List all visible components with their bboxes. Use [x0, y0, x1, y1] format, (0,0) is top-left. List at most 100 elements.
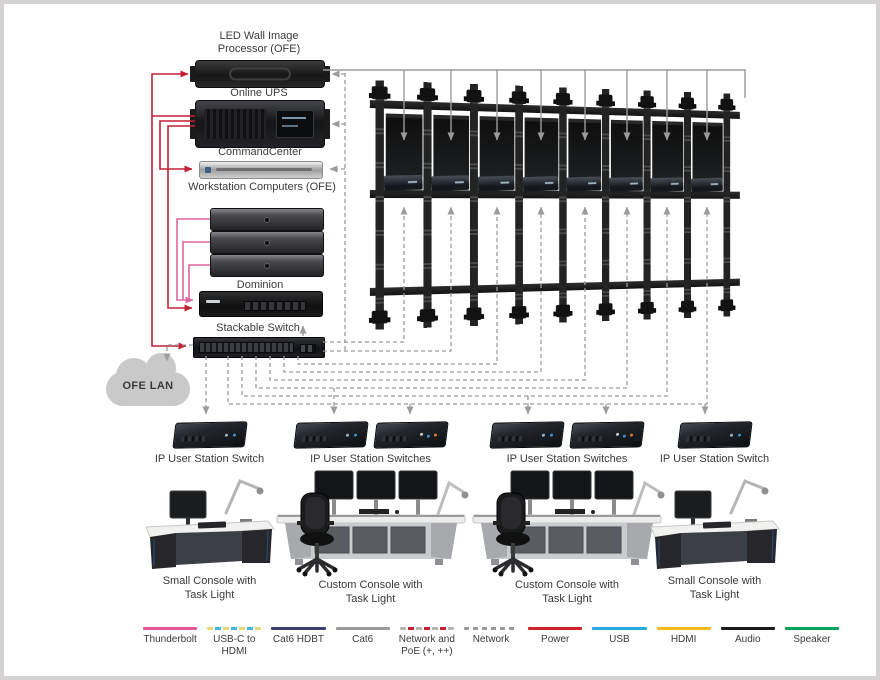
- station-switch-label: IP User Station Switches: [310, 453, 431, 465]
- led-processor-label: LED Wall Image Processor (OFE): [217, 30, 301, 56]
- legend-label: USB-C to HDMI: [213, 634, 256, 657]
- legend-line-swatch: [271, 627, 326, 630]
- custom-console-graphic: [271, 469, 471, 577]
- legend-item: Audio: [716, 627, 780, 658]
- console-label: Custom Console with Task Light: [515, 579, 619, 605]
- station-1: IP User Station Switch Small Console wit…: [132, 421, 287, 603]
- led-panel: [524, 117, 559, 179]
- console-label: Small Console with Task Light: [162, 575, 257, 601]
- wall-mount-rail: [423, 82, 432, 328]
- legend-item: Cat6 HDBT: [266, 627, 330, 658]
- console-label: Small Console with Task Light: [667, 575, 762, 601]
- led-panel: [610, 119, 643, 180]
- legend-label: Cat6: [352, 634, 374, 645]
- station-switch-label: IP User Station Switches: [506, 453, 628, 465]
- dominion-device: [199, 291, 323, 317]
- legend-item: Power: [523, 627, 587, 658]
- legend-label: Speaker: [793, 634, 831, 645]
- legend-label: Audio: [734, 634, 761, 645]
- ip-user-station-switch: [489, 421, 565, 449]
- rack-ear: [190, 65, 196, 83]
- legend-item: HDMI: [652, 627, 716, 658]
- wall-mount-rail: [469, 83, 478, 327]
- stackable-switch-device: [193, 337, 325, 358]
- ofe-lan-label: OFE LAN: [122, 380, 174, 392]
- online-ups-device: [190, 100, 330, 148]
- led-panel: [385, 113, 423, 178]
- wall-mount-rail: [515, 85, 523, 325]
- legend-item: Thunderbolt: [138, 627, 202, 658]
- led-panel: [433, 114, 470, 178]
- small-console-graphic: [140, 469, 280, 573]
- switch-ports: [199, 342, 294, 353]
- legend-label: Thunderbolt: [143, 634, 197, 645]
- workstations-label: Workstation Computers (OFE): [188, 181, 336, 193]
- legend-line-swatch: [784, 627, 840, 630]
- device-slot: [216, 168, 312, 171]
- ofe-lan-cloud: OFE LAN: [106, 353, 190, 406]
- device-logo: [206, 300, 220, 303]
- ups-display: [276, 110, 314, 138]
- commandcenter-label: CommandCenter: [218, 146, 302, 158]
- ip-user-station-switch: [171, 421, 248, 449]
- legend-item: Cat6: [331, 627, 395, 658]
- user-station-switch-group: [171, 421, 248, 449]
- wall-mount-rail: [559, 87, 567, 323]
- online-ups-label: Online UPS: [230, 87, 288, 99]
- workstation-computer: [210, 208, 324, 231]
- small-console-graphic: [645, 469, 785, 573]
- ups-vents: [204, 109, 266, 139]
- panel-receiver: [477, 175, 515, 192]
- panel-receiver: [650, 177, 684, 192]
- legend-item: Speaker: [780, 627, 844, 658]
- user-station-switch-group: [292, 421, 449, 449]
- led-processor-device: [190, 60, 330, 88]
- device-ports: [244, 301, 306, 311]
- legend-label: Cat6 HDBT: [272, 634, 325, 645]
- legend-line-swatch: [143, 627, 198, 630]
- ip-user-station-switch: [676, 421, 753, 449]
- legend-line-swatch: [399, 627, 454, 630]
- legend-label: Network: [472, 634, 510, 645]
- wall-mount-rail: [723, 93, 731, 317]
- workstation-computer: [210, 231, 324, 254]
- thunderbolt-lines: [176, 218, 210, 304]
- legend-line-swatch: [592, 627, 647, 630]
- wall-mount-rail: [643, 90, 651, 320]
- legend-label: Network and PoE (+, ++): [398, 634, 455, 657]
- legend-label: Power: [541, 634, 570, 645]
- switch-uplink-ports: [300, 344, 316, 353]
- legend-line-swatch: [207, 627, 262, 630]
- legend-item: Network and PoE (+, ++): [395, 627, 459, 658]
- station-4: IP User Station Switch Small Console wit…: [637, 421, 792, 603]
- panel-receiver: [690, 177, 723, 193]
- power-lines: [151, 70, 195, 350]
- device-bezel: [229, 67, 291, 81]
- device-logo: [205, 167, 211, 173]
- legend-line-swatch: [656, 627, 711, 630]
- ip-user-station-switch: [292, 421, 369, 449]
- rack-ear: [324, 109, 330, 139]
- rack-ear: [324, 65, 330, 83]
- legend-item: Network: [459, 627, 523, 658]
- legend-line-swatch: [335, 627, 390, 630]
- panel-receiver: [431, 175, 470, 192]
- station-switch-label: IP User Station Switch: [154, 453, 265, 465]
- rack-ear: [190, 109, 196, 139]
- stackable-switch-label: Stackable Switch: [216, 322, 300, 334]
- wall-mount-rail: [684, 91, 691, 319]
- led-wall: [368, 80, 743, 330]
- legend-label: HDMI: [670, 634, 697, 645]
- ip-user-station-switch: [372, 421, 449, 449]
- user-station-switch-group: [489, 421, 645, 449]
- led-panel: [692, 122, 723, 181]
- station-3: IP User Station Switches Custom Console …: [462, 421, 672, 607]
- station-2: IP User Station Switches Custom Console …: [268, 421, 473, 607]
- workstation-computer: [210, 254, 324, 277]
- led-panel: [479, 116, 515, 179]
- user-station-switch-group: [676, 421, 753, 449]
- legend-line-swatch: [528, 627, 583, 630]
- panel-receiver: [522, 176, 559, 192]
- wall-mount-rail: [601, 88, 610, 322]
